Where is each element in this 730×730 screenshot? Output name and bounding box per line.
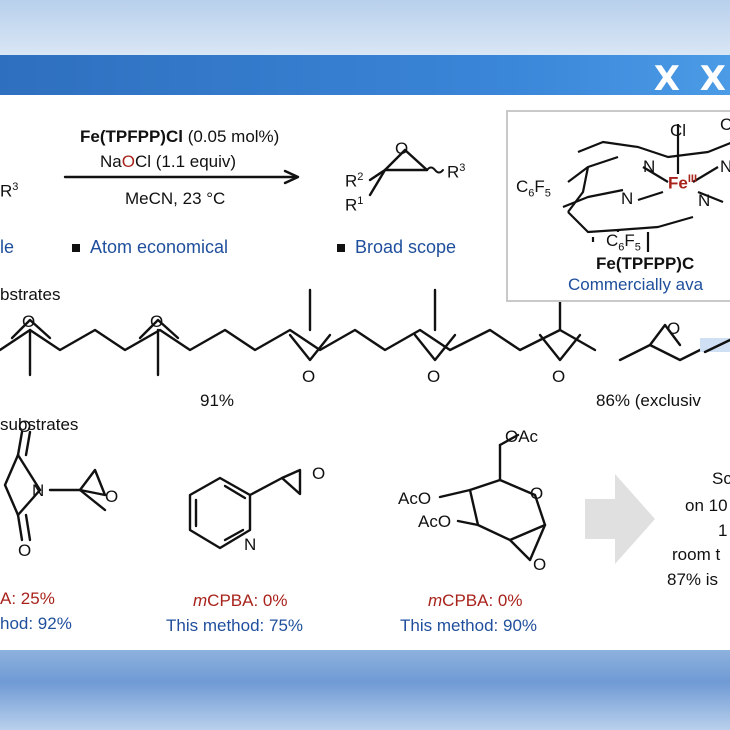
header-bar: X X — [0, 55, 730, 99]
product-r2: R2 — [345, 171, 364, 191]
top-background-band — [0, 0, 730, 55]
feature-item-3: Broad scope — [337, 238, 456, 256]
section2-heading: substrates — [0, 415, 79, 434]
feature-item-2: Atom economical — [72, 238, 228, 256]
bullet-icon — [72, 244, 80, 253]
catalyst-c6f5-left: C6F5 — [516, 177, 551, 200]
section1-heading: bstrates — [0, 285, 61, 304]
glycal-mcpba-result: mCPBA: 0% — [428, 591, 523, 610]
reaction-substrate-r3: R3 — [0, 181, 19, 201]
catalyst-c6f5-bottom: C6F5 — [606, 231, 641, 254]
scale-line-5: 87% is — [667, 570, 719, 589]
imide-oxygen-top: O — [18, 417, 32, 436]
glycal-oac-top: OAc — [505, 427, 539, 446]
bottom-background-band — [0, 650, 730, 730]
scale-line-1: Sc — [712, 469, 730, 488]
catalyst-name: Fe(TPFPP)C — [596, 254, 695, 273]
glycal-aco-1: AcO — [398, 489, 432, 508]
header-letters: X X — [653, 59, 730, 99]
pyridine-method-result: This method: 75% — [166, 616, 304, 635]
catalyst-cl: Cl — [670, 121, 687, 140]
catalyst-line: Fe(TPFPP)Cl (0.05 mol%) — [80, 127, 280, 146]
imide-oxygen-bottom: O — [18, 541, 32, 560]
porphyrin-drawing — [562, 124, 730, 252]
scale-line-2: on 10 — [685, 496, 728, 515]
imide-method-result: hod: 92% — [0, 614, 72, 633]
catalyst-c-top: C — [720, 115, 730, 134]
catalyst-fe: FeIII — [668, 173, 698, 193]
feature-item-1: le — [0, 237, 15, 257]
pyridine-nitrogen: N — [244, 535, 257, 554]
right-fragment-oxygen: O — [667, 319, 681, 338]
glycal-aco-2: AcO — [418, 512, 452, 531]
imide-nitrogen: N — [32, 481, 45, 500]
catalyst-caption: Commercially ava — [568, 275, 704, 294]
scale-line-3: 1 — [718, 521, 728, 540]
conditions-line: MeCN, 23 °C — [125, 189, 226, 208]
glycal-ring-oxygen: O — [530, 484, 544, 503]
catalyst-box: Cl C N N N N FeIII C6F5 C6F5 Fe(TPFPP)C … — [506, 110, 730, 302]
right-fragment-yield: 86% (exclusiv — [596, 391, 701, 410]
chain-oxygen-2: O — [150, 312, 164, 331]
catalyst-n1: N — [643, 157, 656, 176]
chain-oxygen-5: O — [552, 367, 566, 386]
product-oxygen: O — [395, 139, 409, 158]
scale-line-4: room t — [672, 545, 721, 564]
product-r3: R3 — [447, 162, 466, 182]
chain-yield: 91% — [200, 391, 235, 410]
pyridine-epoxide-oxygen: O — [312, 464, 326, 483]
pyridine-mcpba-result: mCPBA: 0% — [193, 591, 288, 610]
imide-epoxide-oxygen: O — [105, 487, 119, 506]
chain-oxygen-3: O — [302, 367, 316, 386]
chain-oxygen-1: O — [22, 312, 36, 331]
catalyst-n3: N — [621, 189, 634, 208]
imide-mcpba-result: A: 25% — [0, 589, 55, 608]
oxidant-line: NaOCl (1.1 equiv) — [100, 152, 237, 171]
chain-oxygen-4: O — [427, 367, 441, 386]
scale-up-arrow-icon — [585, 474, 655, 564]
catalyst-n2: N — [720, 157, 730, 176]
bullet-icon — [337, 244, 345, 253]
reaction-arrowhead — [283, 169, 300, 185]
glycal-method-result: This method: 90% — [400, 616, 538, 635]
product-r1: R1 — [345, 195, 364, 215]
catalyst-n4: N — [698, 191, 711, 210]
glycal-epoxide-oxygen: O — [533, 555, 547, 574]
